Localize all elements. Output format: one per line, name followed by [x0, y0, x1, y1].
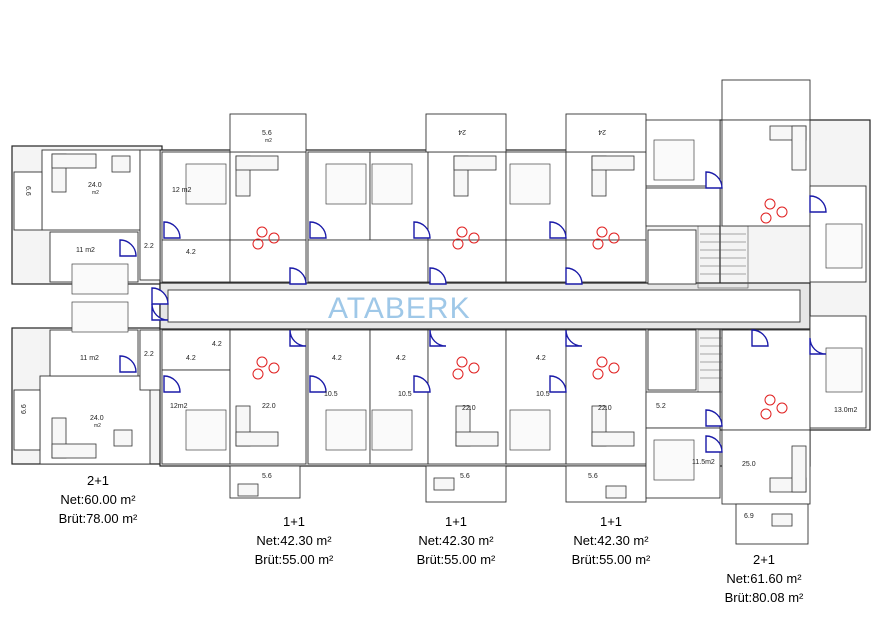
room-label: 22.0 — [598, 405, 612, 412]
room-label: 22.0 — [462, 405, 476, 412]
room-label: 5.6 — [588, 473, 598, 480]
unit-gross-area: Brüt:55.00 m² — [571, 552, 651, 567]
room — [565, 113, 647, 153]
room-label: 24.0 — [88, 182, 102, 189]
unit-type: 1+1 — [444, 514, 468, 529]
room-label: 2.2 — [144, 351, 154, 358]
unit-summary-2: 1+1 Net:42.30 m² Brüt:55.00 m² — [234, 512, 354, 569]
room-label: 12 m2 — [172, 187, 192, 194]
room — [161, 329, 231, 371]
room — [721, 79, 811, 121]
corridor-inner — [167, 289, 801, 323]
room-label: 11 m2 — [80, 355, 99, 362]
room-label: 10.5 — [398, 391, 412, 398]
unit-type: 2+1 — [752, 552, 776, 567]
room-label: 5.2 — [656, 403, 666, 410]
room-label: m2 — [265, 138, 272, 144]
unit-summary-1: 2+1 Net:60.00 m² Brüt:78.00 m² — [38, 471, 158, 528]
beds — [71, 139, 863, 481]
room-label: 12m2 — [170, 403, 188, 410]
room-label: 24 — [458, 128, 466, 135]
room-label: 24 — [598, 128, 606, 135]
sofas — [51, 125, 807, 493]
room-label: 5.6 — [262, 473, 272, 480]
room-label: 4.2 — [212, 341, 222, 348]
watermark-logo: ATABERK — [328, 292, 471, 325]
unit-gross-area: Brüt:55.00 m² — [416, 552, 496, 567]
room-label: 11.5m2 — [692, 459, 715, 466]
room — [505, 239, 567, 283]
room — [139, 149, 161, 281]
unit-summary-4: 1+1 Net:42.30 m² Brüt:55.00 m² — [551, 512, 671, 569]
room-label: 10.5 — [536, 391, 550, 398]
dining-tables — [111, 155, 793, 527]
stair-core-bottom — [647, 329, 697, 391]
unit-net-area: Net:60.00 m² — [60, 492, 136, 507]
unit-type: 1+1 — [282, 514, 306, 529]
room-label: 6.6 — [21, 404, 28, 414]
room-label: 24.0 — [90, 415, 104, 422]
unit-gross-area: Brüt:80.08 m² — [724, 590, 804, 605]
unit-summary-5: 2+1 Net:61.60 m² Brüt:80.08 m² — [704, 550, 824, 607]
unit-summary-3: 1+1 Net:42.30 m² Brüt:55.00 m² — [396, 512, 516, 569]
room-label: 4.2 — [186, 355, 196, 362]
unit-net-area: Net:42.30 m² — [573, 533, 649, 548]
room-label: 5.6 — [460, 473, 470, 480]
unit-gross-area: Brüt:55.00 m² — [254, 552, 334, 567]
room-label: 10.5 — [324, 391, 338, 398]
room-label: 4.2 — [186, 249, 196, 256]
room — [139, 329, 161, 391]
room-label: 4.2 — [332, 355, 342, 362]
unit-type: 2+1 — [86, 473, 110, 488]
unit-net-area: Net:42.30 m² — [256, 533, 332, 548]
stair-core — [647, 229, 697, 285]
room — [307, 239, 429, 283]
unit-net-area: Net:61.60 m² — [726, 571, 802, 586]
room-label: m2 — [92, 190, 99, 196]
room-label: 6.9 — [744, 513, 754, 520]
room-label: m2 — [94, 423, 101, 429]
room-label: 11 m2 — [76, 247, 95, 254]
room-label: 13.0m2 — [834, 407, 857, 414]
red-chairs — [252, 198, 788, 420]
room-label: 4.2 — [396, 355, 406, 362]
room — [645, 187, 721, 227]
room-label: 4.2 — [536, 355, 546, 362]
room — [229, 113, 307, 153]
room-label: 22.0 — [262, 403, 276, 410]
room-label: 25.0 — [742, 461, 756, 468]
room-label: 5.6 — [262, 130, 272, 137]
room — [13, 389, 41, 451]
unit-net-area: Net:42.30 m² — [418, 533, 494, 548]
doors — [119, 171, 827, 453]
room-area-labels: 6.6 24.0 m2 11 m2 12 m2 2.2 4.2 11 m2 6.… — [21, 128, 857, 520]
room-label: 6.6 — [24, 186, 31, 196]
room — [161, 239, 231, 283]
room — [13, 171, 43, 231]
unit-type: 1+1 — [599, 514, 623, 529]
room-label: 2.2 — [144, 243, 154, 250]
unit-gross-area: Brüt:78.00 m² — [58, 511, 138, 526]
room — [425, 113, 507, 153]
